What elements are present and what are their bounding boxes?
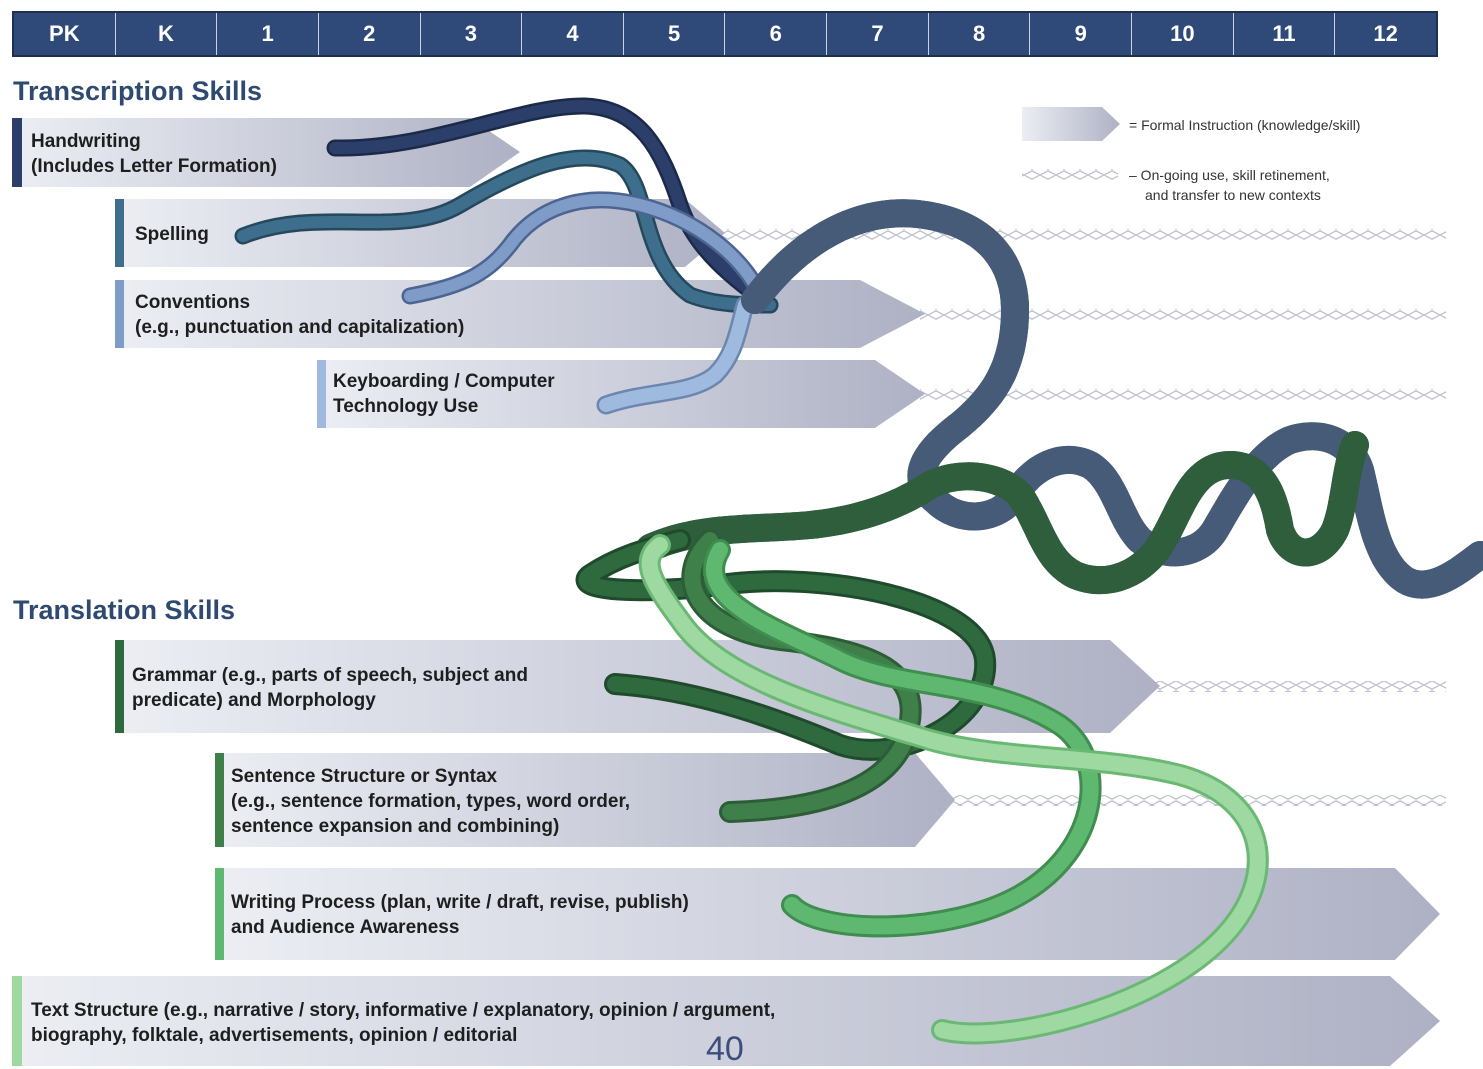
ongoing-chain — [950, 795, 1446, 806]
grade-cell: 12 — [1334, 13, 1436, 55]
band-accent — [115, 640, 124, 733]
conventions-label: Conventions (e.g., punctuation and capit… — [135, 290, 464, 340]
grade-level-bar: PK K 1 2 3 4 5 6 7 8 9 10 11 12 — [12, 11, 1438, 57]
grade-cell: 4 — [521, 13, 623, 55]
label-line: (Includes Letter Formation) — [31, 156, 277, 177]
grade-cell: 11 — [1232, 13, 1335, 55]
label-line: Keyboarding / Computer — [333, 371, 555, 392]
grade-cell: 8 — [927, 13, 1030, 55]
legend-line: – On-going use, skill retinement, — [1129, 167, 1330, 183]
band-accent — [115, 199, 124, 267]
grade-cell: PK — [49, 21, 80, 46]
legend-line: and transfer to new contexts — [1145, 187, 1321, 203]
grade-cell: 1 — [216, 13, 318, 55]
text-structure-label: Text Structure (e.g., narrative / story,… — [31, 998, 775, 1048]
grade-cell: 9 — [1029, 13, 1131, 55]
label-line: and Audience Awareness — [231, 917, 460, 938]
grade-cell: K — [114, 13, 217, 55]
transcription-skills-title: Transcription Skills — [13, 76, 263, 106]
grade-cell: 2 — [317, 13, 420, 55]
label-line: Grammar (e.g., parts of speech, subject … — [132, 665, 528, 686]
band-accent — [12, 976, 22, 1066]
label-line: Writing Process (plan, write / draft, re… — [231, 892, 689, 913]
label-line: (e.g., sentence formation, types, word o… — [231, 791, 631, 812]
syntax-label: Sentence Structure or Syntax (e.g., sent… — [231, 764, 630, 839]
band-accent — [115, 280, 124, 348]
band-handwriting — [12, 118, 520, 187]
grade-cell: 3 — [419, 13, 522, 55]
band-accent — [317, 360, 326, 428]
spelling-label: Spelling — [135, 222, 209, 247]
page-number: 40 — [706, 1030, 744, 1068]
ongoing-chain — [920, 389, 1446, 400]
band-syntax — [215, 753, 955, 847]
grade-cell: 7 — [826, 13, 928, 55]
keyboarding-label: Keyboarding / Computer Technology Use — [333, 369, 555, 419]
label-line: Handwriting — [31, 131, 141, 152]
grammar-label: Grammar (e.g., parts of speech, subject … — [132, 663, 528, 713]
grade-cell: 10 — [1131, 13, 1233, 55]
band-accent — [12, 118, 22, 187]
band-accent — [215, 868, 224, 960]
grade-cell: 6 — [724, 13, 826, 55]
handwriting-label: Handwriting (Includes Letter Formation) — [31, 129, 277, 179]
ongoing-chain — [1150, 681, 1446, 692]
band-accent — [215, 753, 224, 847]
label-line: sentence expansion and combining) — [231, 816, 560, 837]
writing-process-label: Writing Process (plan, write / draft, re… — [231, 890, 689, 940]
label-line: predicate) and Morphology — [132, 690, 376, 711]
legend-ongoing-swatch — [1022, 169, 1118, 180]
label-line: Spelling — [135, 224, 209, 245]
label-line: Sentence Structure or Syntax — [231, 766, 498, 787]
grade-cell: 5 — [622, 13, 725, 55]
label-line: biography, folktale, advertisements, opi… — [31, 1025, 518, 1046]
label-line: Conventions — [135, 292, 251, 313]
label-line: Technology Use — [333, 396, 479, 417]
legend-formal-swatch — [1022, 107, 1120, 141]
ongoing-chain — [720, 229, 1446, 240]
label-line: Text Structure (e.g., narrative / story,… — [31, 1000, 776, 1021]
label-line: (e.g., punctuation and capitalization) — [135, 317, 465, 338]
band-text-structure — [12, 976, 1440, 1066]
legend-ongoing-text: – On-going use, skill retinement, and tr… — [1129, 165, 1330, 205]
ongoing-chain — [920, 309, 1446, 320]
legend-formal-text: = Formal Instruction (knowledge/skill) — [1129, 117, 1361, 133]
band-spelling — [115, 199, 725, 267]
translation-skills-title: Translation Skills — [13, 595, 236, 625]
